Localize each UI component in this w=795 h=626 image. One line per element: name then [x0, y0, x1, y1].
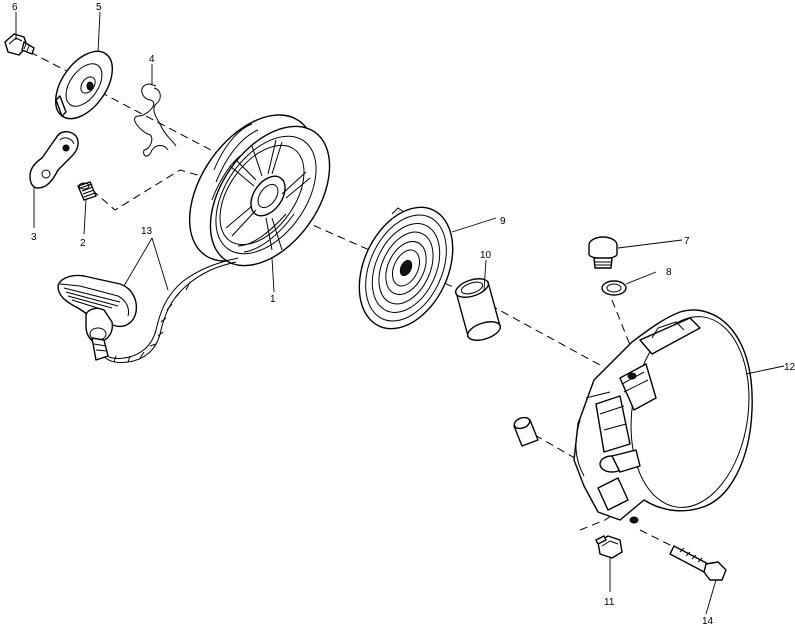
callout-13: 13	[141, 226, 153, 237]
leader-lines	[15, 11, 785, 615]
part-9-recoil-spring	[358, 206, 454, 330]
callout-7: 7	[684, 236, 690, 247]
part-3-pawl	[29, 131, 79, 189]
callout-10: 10	[480, 250, 492, 261]
callout-1: 1	[270, 294, 276, 305]
part-2-spring	[77, 181, 97, 201]
part-12-starter-housing	[573, 309, 753, 524]
part-6-bolt	[4, 33, 35, 56]
small-bushing	[513, 416, 539, 447]
part-4-spring-clip	[134, 83, 177, 157]
part-1-rope-reel	[188, 114, 331, 267]
callout-3: 3	[31, 232, 37, 243]
part-7-plug	[588, 236, 618, 269]
callout-9: 9	[500, 216, 506, 227]
callout-11: 11	[604, 597, 615, 608]
callout-4: 4	[149, 54, 155, 65]
assembly-centerlines	[29, 51, 691, 556]
part-14-long-bolt	[669, 545, 727, 581]
callout-8: 8	[666, 267, 672, 278]
callout-numbers: 1 2 3 4 5 6 7 8 9 10 11 12 13 14	[12, 2, 795, 626]
part-11-bolt	[595, 535, 623, 559]
part-10-bushing	[454, 278, 502, 341]
part-13-rope-handle	[57, 257, 239, 363]
callout-12: 12	[784, 362, 795, 373]
callout-14: 14	[702, 616, 714, 626]
part-5-plate	[55, 50, 113, 120]
part-8-washer	[601, 280, 627, 296]
callout-5: 5	[96, 2, 102, 13]
callout-2: 2	[80, 238, 86, 249]
callout-6: 6	[12, 2, 18, 13]
